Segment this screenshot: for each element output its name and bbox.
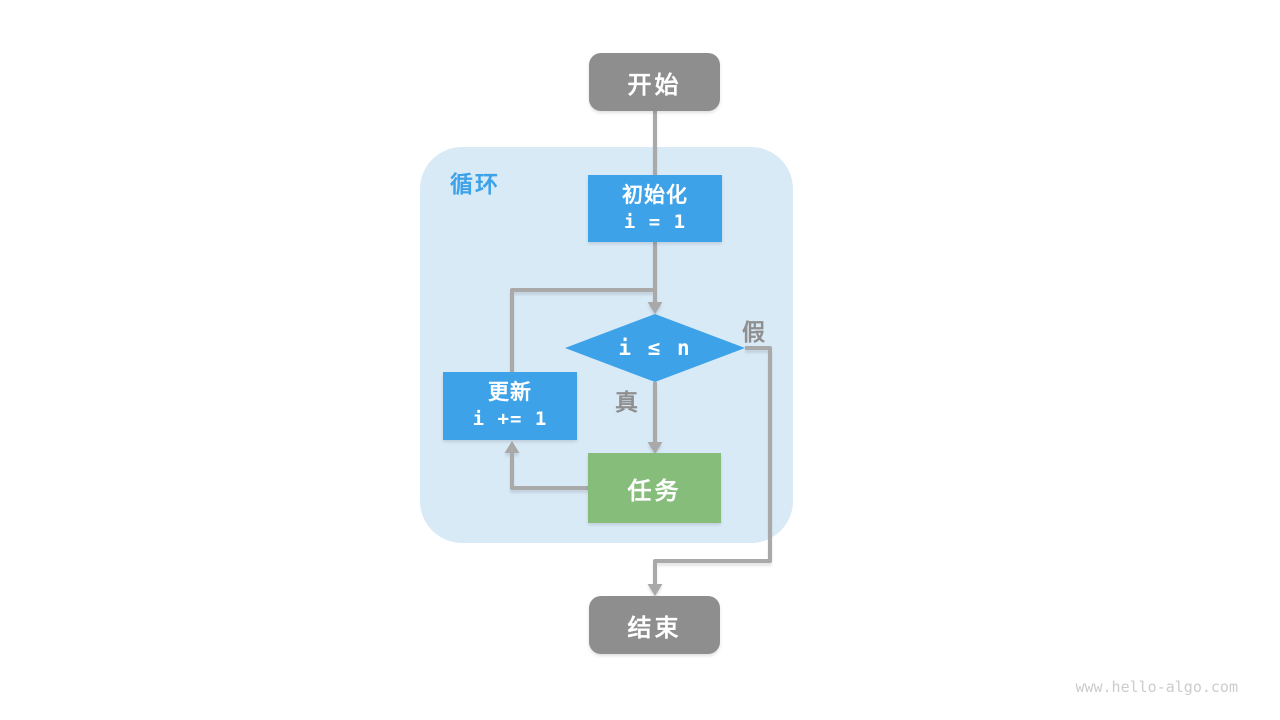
update-node: 更新 i += 1 [443,372,577,440]
init-node: 初始化 i = 1 [588,175,722,242]
true-branch-label: 真 [615,389,639,415]
condition-node-label: i ≤ n [618,336,692,360]
task-node: 任务 [588,453,721,523]
arrowhead-into-condition [647,302,663,314]
end-node-label: 结束 [627,614,682,642]
start-node-label: 开始 [627,71,682,99]
connector-task-to-update [510,452,588,490]
loop-scope-label: 循环 [450,171,500,197]
site-watermark: www.hello-algo.com [1075,678,1238,696]
arrowhead-into-update [504,441,520,453]
update-node-code: i += 1 [472,408,548,431]
arrowhead-into-end [647,584,663,596]
update-node-label: 更新 [488,381,532,404]
end-node: 结束 [589,596,720,654]
connector-condition-false-to-end [653,346,772,585]
connector-update-feedback [510,288,657,373]
task-node-label: 任务 [627,477,682,505]
false-branch-label: 假 [742,319,766,345]
init-node-label: 初始化 [622,183,688,207]
arrowhead-into-task [647,442,663,454]
start-node: 开始 [589,53,720,111]
init-node-code: i = 1 [623,210,687,233]
